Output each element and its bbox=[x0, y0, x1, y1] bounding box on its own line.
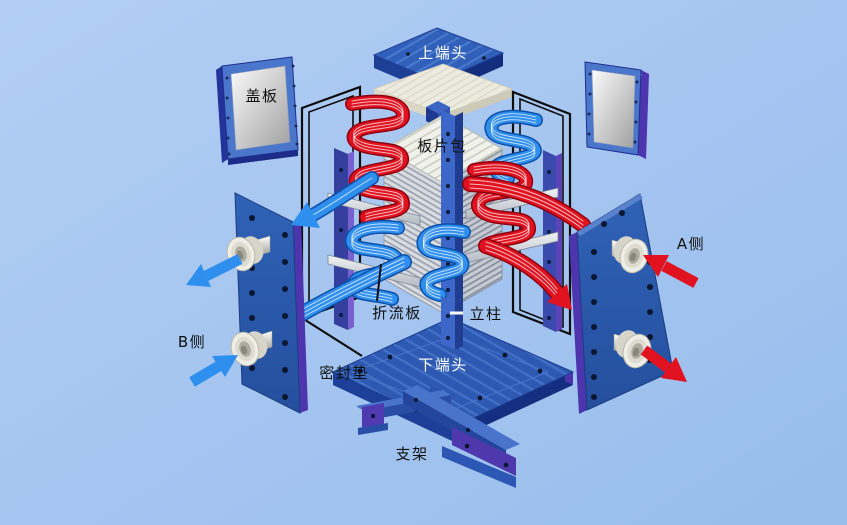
hot-outlet-arrow bbox=[640, 345, 687, 382]
center-column-lower bbox=[441, 296, 463, 350]
label-side-a: A侧 bbox=[677, 235, 705, 253]
label-baffle-plate: 折流板 bbox=[372, 304, 422, 322]
hot-flow-arrowhead bbox=[547, 284, 572, 310]
label-bottom-head: 下端头 bbox=[418, 356, 468, 374]
hot-flow-band-long bbox=[486, 242, 572, 310]
cover-plate-right bbox=[584, 61, 649, 159]
label-side-b: B侧 bbox=[178, 333, 206, 351]
nozzle bbox=[230, 330, 273, 367]
support-bracket bbox=[356, 385, 520, 488]
cold-inlet-arrow bbox=[189, 355, 238, 387]
cover-plate-left bbox=[216, 56, 299, 165]
label-bracket: 支架 bbox=[395, 445, 428, 463]
label-gasket: 密封垫 bbox=[319, 364, 369, 382]
pressure-plate-b bbox=[226, 192, 308, 414]
hot-inlet-arrow bbox=[643, 255, 699, 288]
nozzle bbox=[611, 236, 649, 274]
label-top-head: 上端头 bbox=[418, 44, 468, 62]
label-cover-plate: 盖板 bbox=[245, 87, 278, 105]
cold-exit-top-arrow bbox=[291, 178, 372, 228]
baffle-pointer-line bbox=[376, 263, 382, 302]
label-plate-pack: 板片包 bbox=[417, 137, 467, 155]
cold-outlet-arrow bbox=[186, 254, 243, 287]
label-column: 立柱 bbox=[469, 305, 502, 323]
nozzle bbox=[613, 330, 652, 369]
